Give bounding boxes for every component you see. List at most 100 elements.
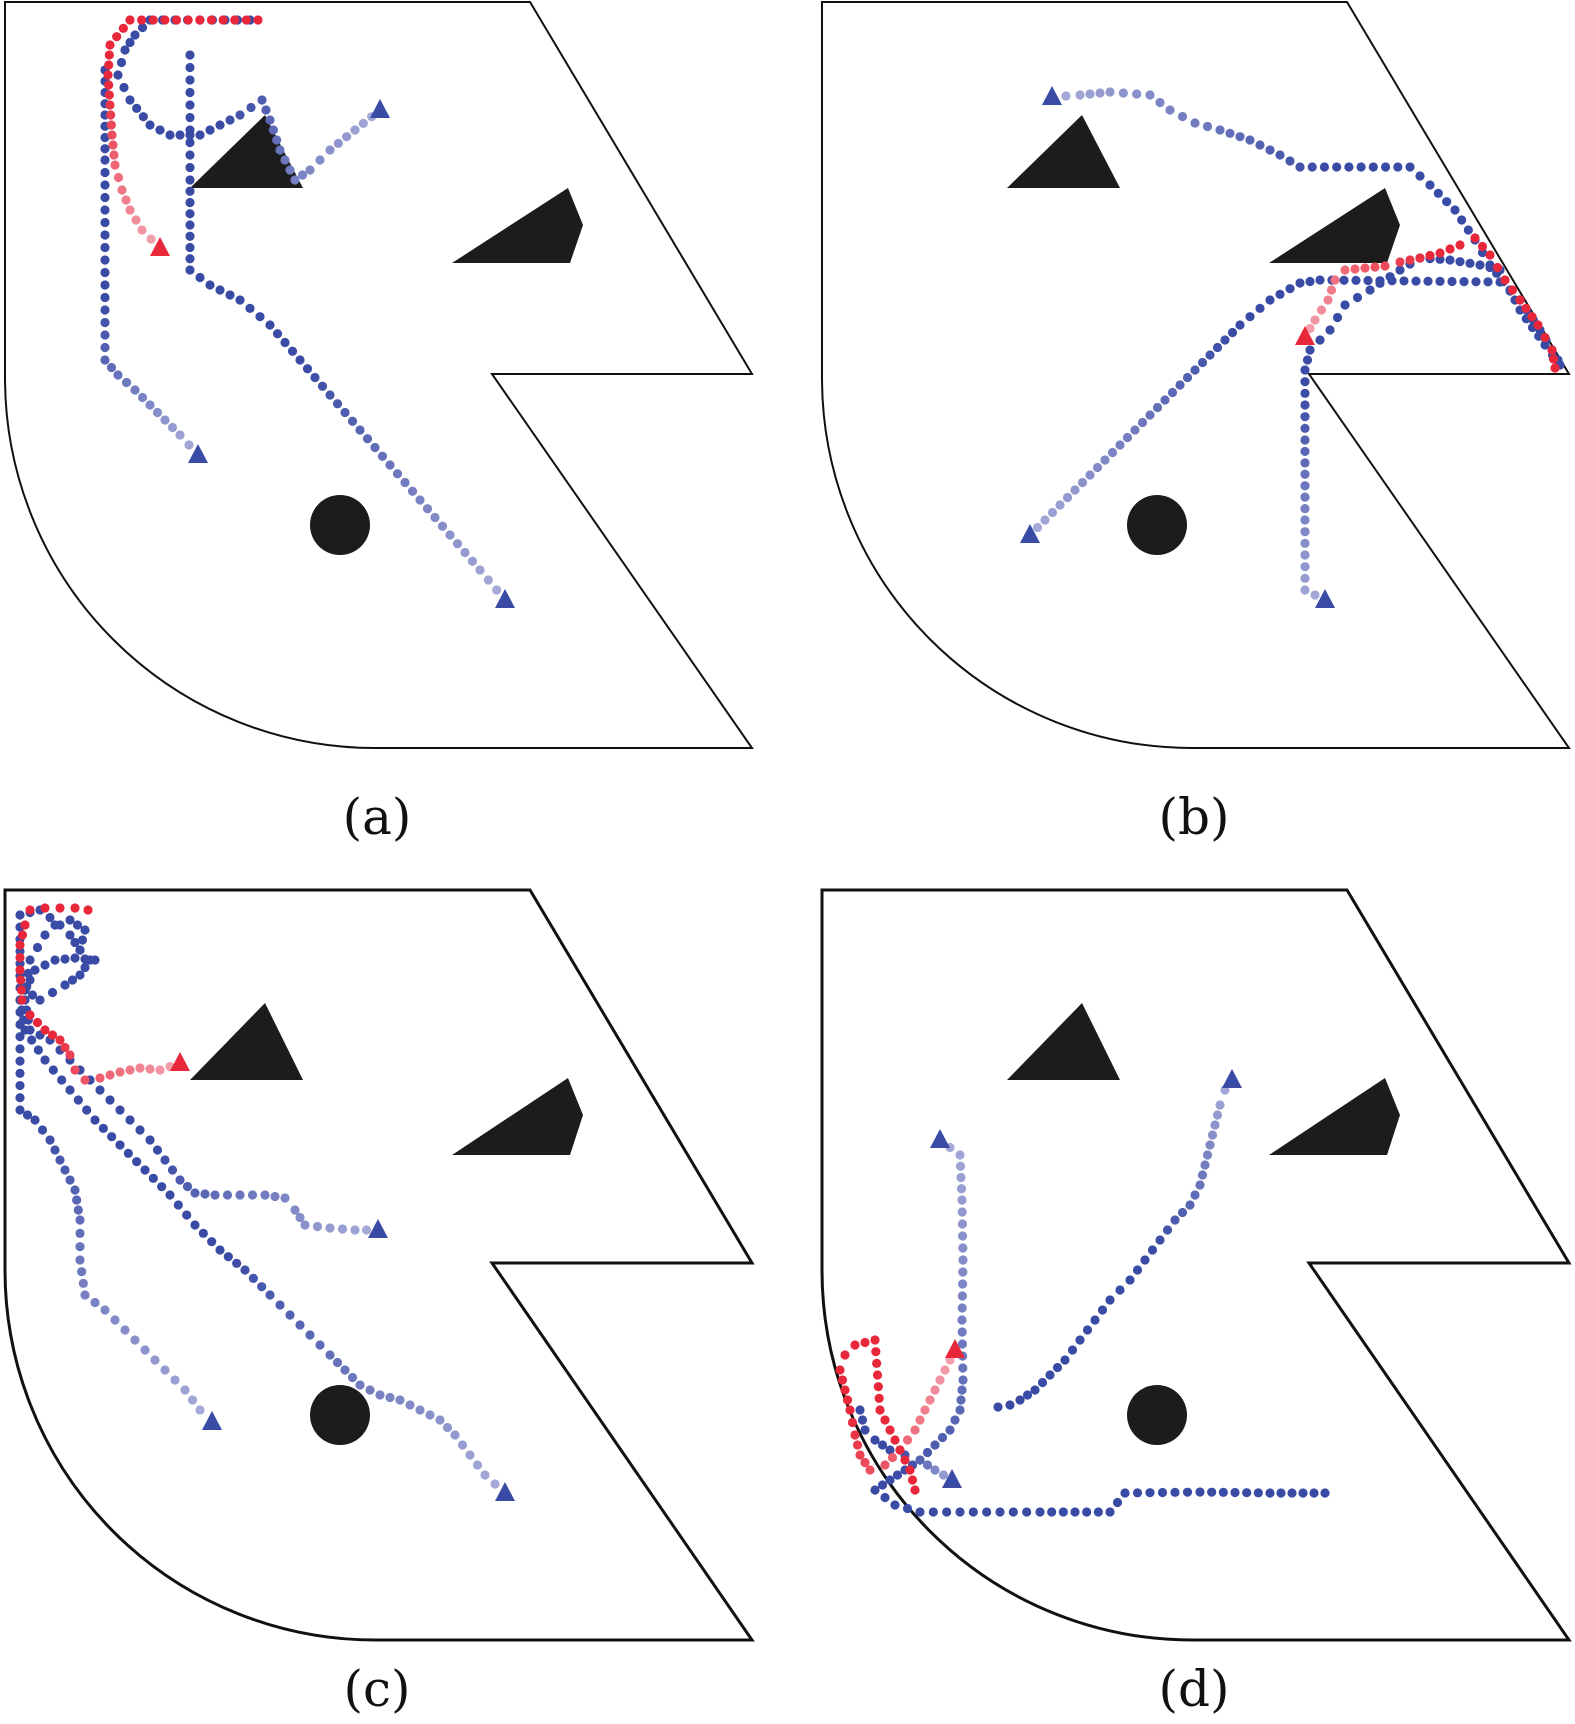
pursuer-trajectory-dot: [1055, 500, 1065, 510]
pursuer-trajectory-dot: [1300, 365, 1310, 375]
pursuer-trajectory-dot: [325, 1223, 335, 1233]
pursuer-trajectory-dot: [1145, 410, 1155, 420]
evader-trajectory-dot: [1492, 262, 1503, 273]
evader-start-marker: [945, 1339, 965, 1358]
evader-trajectory-dot: [131, 215, 141, 225]
evader-trajectory-dot: [1547, 345, 1557, 355]
pursuer-trajectory-dot: [100, 280, 110, 290]
evader-trajectory-dot: [83, 905, 93, 915]
evader-trajectory-dot: [1548, 354, 1559, 364]
pursuer-trajectory-dot: [195, 272, 205, 283]
pursuer-trajectory-dot: [152, 407, 163, 418]
pursuer-trajectory-dot: [1298, 1488, 1308, 1498]
trapezoid-obstacle: [452, 188, 583, 263]
evader-trajectory-dot: [70, 1065, 80, 1075]
pursuer-trajectory-dot: [1285, 284, 1295, 294]
evader-trajectory-dot: [107, 130, 117, 140]
pursuer-trajectory-dot: [1457, 215, 1467, 225]
evader-trajectory-dot: [230, 15, 240, 25]
evader-trajectory-dot: [920, 1405, 930, 1415]
pursuer-trajectory-dot: [60, 954, 70, 964]
pursuer-trajectory-dot: [1058, 1507, 1068, 1517]
arena-boundary: [821, 1, 1571, 749]
pursuer-trajectory-dot: [100, 355, 110, 365]
pursuer-trajectory-dot: [1008, 1507, 1018, 1517]
pursuer-trajectory-dot: [1120, 1488, 1130, 1498]
evader-trajectory-dot: [55, 1035, 65, 1045]
evader-trajectory-dot: [115, 1067, 125, 1077]
pursuer-trajectory-dot: [240, 1265, 250, 1275]
pursuer-trajectory-dot: [121, 377, 132, 388]
pursuer-trajectory-dot: [355, 1380, 365, 1390]
evader-trajectory-dot: [103, 70, 113, 80]
evader-trajectory-dot: [874, 1393, 884, 1403]
pursuer-trajectory-dot: [1399, 276, 1409, 286]
panel-d: [820, 888, 1572, 1642]
evader-trajectory-dot: [1435, 248, 1445, 258]
pursuer-trajectory-dot: [1122, 432, 1133, 443]
pursuer-trajectory-dot: [152, 1145, 163, 1155]
pursuer-trajectory-dot: [50, 920, 60, 930]
pursuer-trajectory-dot: [1300, 481, 1310, 491]
trajectories: [100, 15, 515, 608]
evader-trajectory-dot: [15, 940, 25, 950]
pursuer-trajectory-dot: [1165, 105, 1175, 115]
pursuer-trajectory-dot: [261, 105, 271, 115]
pursuer-trajectory-dot: [70, 1185, 80, 1195]
pursuer-trajectory-dot: [475, 565, 485, 575]
pursuer-trajectory-dot: [930, 1440, 940, 1450]
pursuer-trajectory-dot: [182, 1181, 193, 1192]
evader-start-marker: [1295, 326, 1315, 345]
pursuer-trajectory-dot: [1365, 285, 1375, 295]
pursuer-trajectory-dot: [342, 132, 352, 142]
pursuer-trajectory-dot: [70, 937, 80, 948]
pursuer-trajectory-dot: [483, 575, 493, 585]
evader-trajectory-dot: [835, 1365, 845, 1375]
pursuer-trajectory-dot: [55, 1155, 65, 1165]
pursuer-start-marker: [368, 1219, 388, 1238]
pursuer-trajectory-dot: [107, 1132, 117, 1142]
pursuer-trajectory-dot: [265, 320, 275, 330]
pursuer-trajectory-dot: [1177, 1207, 1188, 1218]
pursuer-trajectory-dot: [957, 1207, 967, 1217]
trapezoid-obstacle: [1269, 1078, 1400, 1155]
pursuer-trajectory-dot: [922, 1460, 933, 1470]
pursuer-trajectory-dot: [1040, 515, 1050, 525]
pursuer-trajectory-dot: [993, 1402, 1003, 1412]
evader-trajectory-dot: [940, 1365, 950, 1375]
pursuer-trajectory-dot: [57, 1075, 67, 1085]
pursuer-trajectory-dot: [1077, 477, 1088, 488]
pursuer-trajectory-dot: [1455, 257, 1465, 267]
pursuer-trajectory-dot: [347, 416, 358, 426]
pursuer-trajectory-dot: [145, 400, 155, 410]
pursuer-trajectory-dot: [1112, 1497, 1123, 1508]
pursuer-trajectory-dot: [1085, 89, 1095, 99]
pursuer-trajectory-dot: [1167, 387, 1178, 398]
pursuer-trajectory-dot: [120, 1325, 130, 1335]
evader-trajectory-dot: [16, 975, 26, 985]
evader-trajectory-dot: [871, 1347, 881, 1357]
pursuer-trajectory-dot: [1300, 388, 1310, 398]
pursuer-trajectory-dot: [47, 987, 58, 998]
pursuer-trajectory-dot: [915, 1455, 925, 1465]
arena-boundary: [3, 888, 755, 1642]
pursuer-trajectory-dot: [492, 585, 502, 595]
pursuer-trajectory-dot: [15, 1044, 25, 1054]
pursuer-trajectory-dot: [957, 1291, 968, 1301]
pursuer-trajectory-dot: [145, 1135, 155, 1145]
pursuer-trajectory-dot: [25, 955, 35, 965]
pursuer-trajectory-dot: [1227, 327, 1238, 338]
pursuer-trajectory-dot: [100, 180, 110, 190]
evader-trajectory-dot: [845, 1405, 855, 1415]
evader-trajectory-dot: [104, 80, 114, 90]
pursuer-trajectory-dot: [113, 370, 123, 380]
pursuer-trajectory-dot: [442, 1422, 453, 1433]
pursuer-trajectory-dot: [1485, 262, 1495, 273]
pursuer-trajectory-dot: [1170, 1487, 1180, 1497]
pursuer-trajectory-dot: [198, 1228, 208, 1238]
evader-trajectory-dot: [873, 1382, 883, 1392]
pursuer-trajectory-dot: [1190, 1190, 1200, 1200]
pursuer-trajectory-dot: [425, 1410, 435, 1420]
pursuer-trajectory-dot: [185, 137, 195, 148]
pursuer-trajectory-dot: [1190, 365, 1200, 375]
